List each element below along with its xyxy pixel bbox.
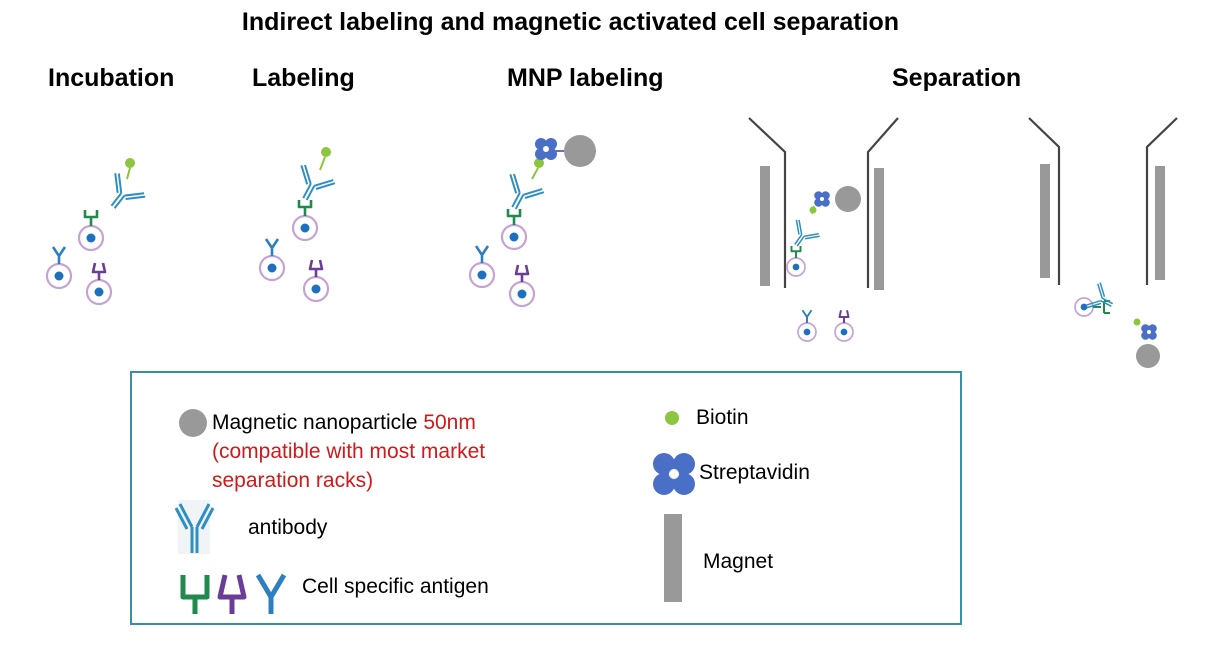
mnp-labeling-panel (468, 135, 596, 308)
magnetic-nanoparticle (564, 135, 596, 167)
magnet-right (874, 168, 884, 290)
tube-wall-right (866, 117, 899, 288)
legend-mnp-label: Magnetic nanoparticle (212, 411, 418, 434)
stage-label-incubation: Incubation (48, 64, 175, 92)
separation-eluted-panel (1028, 117, 1178, 368)
legend-magnet: Magnet (703, 550, 774, 573)
magnet-icon (664, 514, 682, 602)
legend-mnp: Magnetic nanoparticle 50nm (212, 409, 476, 437)
stage-label-separation: Separation (892, 64, 1022, 92)
legend-mnp-size: 50nm (423, 411, 476, 434)
separation-magnet-on-panel (748, 117, 899, 342)
stage-label-mnp-labeling: MNP labeling (507, 64, 664, 92)
streptavidin-icon (653, 453, 695, 495)
labeling-panel (258, 147, 337, 303)
legend-antibody: antibody (248, 516, 328, 539)
legend-mnp-note-line2: separation racks) (212, 469, 374, 492)
biotin-dot (321, 147, 331, 157)
biotin-icon (665, 411, 679, 425)
legend-biotin: Biotin (696, 406, 749, 429)
antigen-purple-icon (217, 574, 247, 614)
antigen-blue-icon (255, 573, 287, 614)
legend-antigen: Cell specific antigen (302, 575, 489, 598)
legend-mnp-note-line1: (compatible with most market (212, 440, 486, 463)
magnet-left (760, 166, 770, 286)
stage-label-labeling: Labeling (252, 64, 355, 92)
antibody-icon (174, 500, 215, 554)
legend-streptavidin: Streptavidin (699, 461, 810, 484)
incubation-panel (45, 158, 148, 306)
biotin-dot (125, 158, 135, 168)
tube-wall-left (748, 117, 787, 288)
diagram-title: Indirect labeling and magnetic activated… (241, 8, 900, 36)
antigen-green-icon (180, 575, 210, 614)
nanoparticle-icon (179, 409, 207, 437)
legend-box (130, 371, 962, 625)
